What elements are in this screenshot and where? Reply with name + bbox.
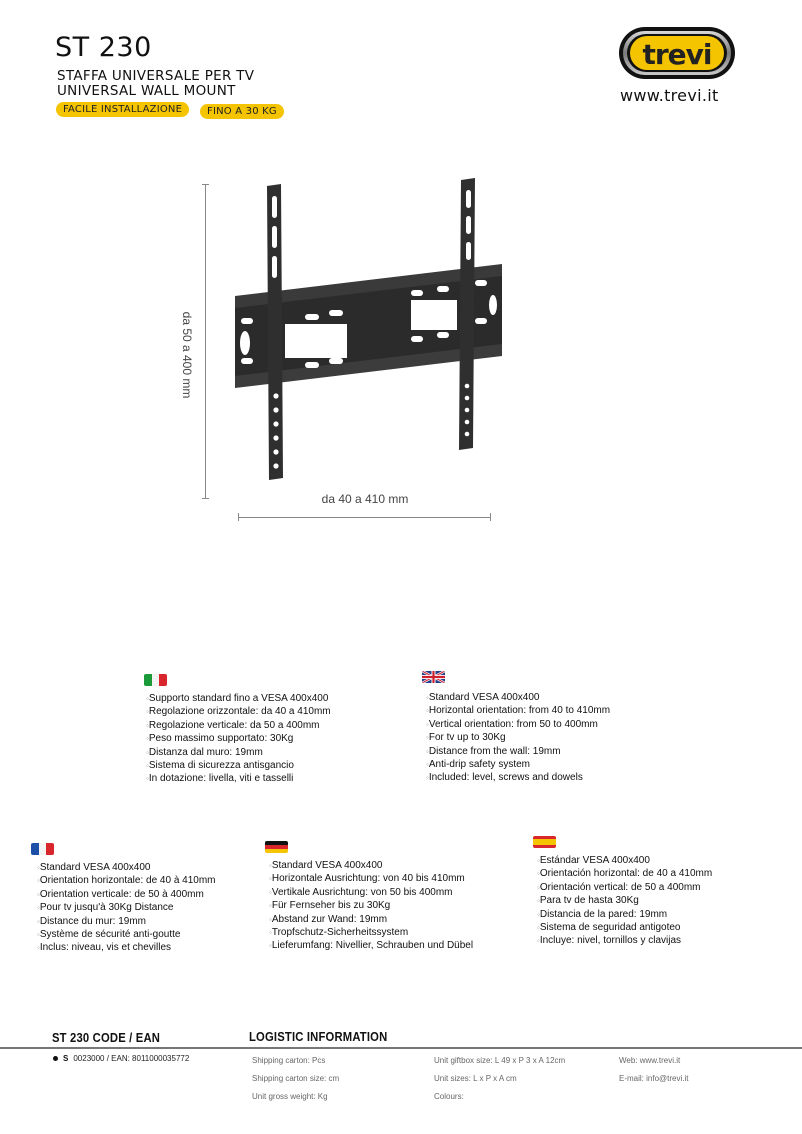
subtitle-english: UNIVERSAL WALL MOUNT (57, 83, 236, 99)
spec-item: Distancia de la pared: 19mm (537, 908, 712, 921)
product-model-title: ST 230 (55, 32, 152, 63)
spec-item: Für Fernseher bis zu 30Kg (269, 899, 473, 912)
spec-item: Horizontale Ausrichtung: von 40 bis 410m… (269, 872, 473, 885)
vertical-dimension-tick-top (202, 184, 209, 185)
spec-item: Incluye: nivel, tornillos y clavijas (537, 934, 712, 947)
tv-wall-mount-bracket-icon (235, 178, 502, 480)
vertical-dimension-label: da 50 a 400 mm (180, 311, 194, 399)
spec-list-spanish: Estándar VESA 400x400 Orientación horizo… (537, 854, 712, 948)
unit-sizes: Unit sizes: L x P x A cm (434, 1074, 517, 1083)
spec-item: Orientación vertical: de 50 a 400mm (537, 881, 712, 894)
spec-item: Orientation verticale: de 50 à 400mm (37, 888, 216, 901)
germany-flag-icon (265, 841, 288, 853)
spec-item: Orientación horizontal: de 40 a 410mm (537, 867, 712, 880)
spec-item: Included: level, screws and dowels (426, 771, 610, 784)
bullet-icon (53, 1056, 58, 1061)
shipping-carton-pcs: Shipping carton: Pcs (252, 1056, 326, 1065)
product-code-row: S 0023000 / EAN: 8011000035772 (53, 1054, 189, 1063)
spec-item: Para tv de hasta 30Kg (537, 894, 712, 907)
spec-item: Horizontal orientation: from 40 to 410mm (426, 704, 610, 717)
horizontal-dimension-line (238, 517, 491, 518)
spec-item: Sistema de seguridad antigoteo (537, 921, 712, 934)
spec-item: Tropfschutz-Sicherheitssystem (269, 926, 473, 939)
spec-item: Vertikale Ausrichtung: von 50 bis 400mm (269, 886, 473, 899)
spec-item: Lieferumfang: Nivellier, Schrauben und D… (269, 939, 473, 952)
spec-list-french: Standard VESA 400x400 Orientation horizo… (37, 861, 216, 955)
spec-item: Distance du mur: 19mm (37, 915, 216, 928)
footer-web-link[interactable]: Web: www.trevi.it (619, 1056, 681, 1065)
spain-flag-icon (533, 836, 556, 848)
spec-item: Abstand zur Wand: 19mm (269, 913, 473, 926)
horizontal-dimension-tick-right (490, 513, 491, 521)
spec-item: Supporto standard fino a VESA 400x400 (146, 692, 331, 705)
trevi-logo-icon: trevi (619, 27, 735, 79)
spec-item: Distanza dal muro: 19mm (146, 746, 331, 759)
footer-divider (0, 1047, 802, 1049)
spec-item: Orientation horizontale: de 40 à 410mm (37, 874, 216, 887)
spec-item: Standard VESA 400x400 (426, 691, 610, 704)
trevi-logo: trevi (618, 24, 736, 82)
vertical-dimension-line (205, 184, 206, 499)
spec-list-italian: Supporto standard fino a VESA 400x400 Re… (146, 692, 331, 786)
unit-giftbox-size: Unit giftbox size: L 49 x P 3 x A 12cm (434, 1056, 566, 1065)
spec-item: Standard VESA 400x400 (37, 861, 216, 874)
svg-text:trevi: trevi (642, 38, 711, 71)
subtitle-italian: STAFFA UNIVERSALE PER TV (57, 68, 255, 84)
spec-item: Pour tv jusqu'à 30Kg Distance (37, 901, 216, 914)
spec-item: For tv up to 30Kg (426, 731, 610, 744)
logistic-info-heading: LOGISTIC INFORMATION (249, 1030, 388, 1044)
france-flag-icon (31, 843, 54, 855)
shipping-carton-size: Shipping carton size: cm (252, 1074, 340, 1083)
spec-item: Regolazione orizzontale: da 40 a 410mm (146, 705, 331, 718)
code-ean-heading: ST 230 CODE / EAN (52, 1031, 161, 1045)
badge-easy-install: FACILE INSTALLAZIONE (56, 102, 190, 117)
italy-flag-icon (144, 674, 167, 686)
code-ean-value: 0023000 / EAN: 8011000035772 (73, 1054, 190, 1063)
spec-list-english: Standard VESA 400x400 Horizontal orienta… (426, 691, 610, 785)
spec-item: Distance from the wall: 19mm (426, 745, 610, 758)
horizontal-dimension-tick-left (238, 513, 239, 521)
code-prefix: S (63, 1054, 69, 1063)
vertical-dimension-tick-bottom (202, 498, 209, 499)
spec-item: Système de sécurité anti-goutte (37, 928, 216, 941)
footer-email-link[interactable]: E-mail: info@trevi.it (619, 1074, 689, 1083)
badge-max-weight: FINO A 30 KG (200, 104, 284, 119)
spec-list-german: Standard VESA 400x400 Horizontale Ausric… (269, 859, 473, 953)
spec-item: Peso massimo supportato: 30Kg (146, 732, 331, 745)
unit-gross-weight: Unit gross weight: Kg (252, 1092, 328, 1101)
brand-website: www.trevi.it (620, 86, 719, 105)
spec-item: Standard VESA 400x400 (269, 859, 473, 872)
spec-item: Vertical orientation: from 50 to 400mm (426, 718, 610, 731)
horizontal-dimension-label: da 40 a 410 mm (321, 492, 409, 506)
spec-item: Inclus: niveau, vis et chevilles (37, 941, 216, 954)
spec-item: Sistema di sicurezza antisgancio (146, 759, 331, 772)
wall-mount-product-image (225, 178, 510, 498)
spec-item: Regolazione verticale: da 50 a 400mm (146, 719, 331, 732)
spec-item: Anti-drip safety system (426, 758, 610, 771)
uk-flag-icon (422, 671, 445, 683)
spec-item: In dotazione: livella, viti e tasselli (146, 772, 331, 785)
colours: Colours: (434, 1092, 464, 1101)
spec-item: Estándar VESA 400x400 (537, 854, 712, 867)
